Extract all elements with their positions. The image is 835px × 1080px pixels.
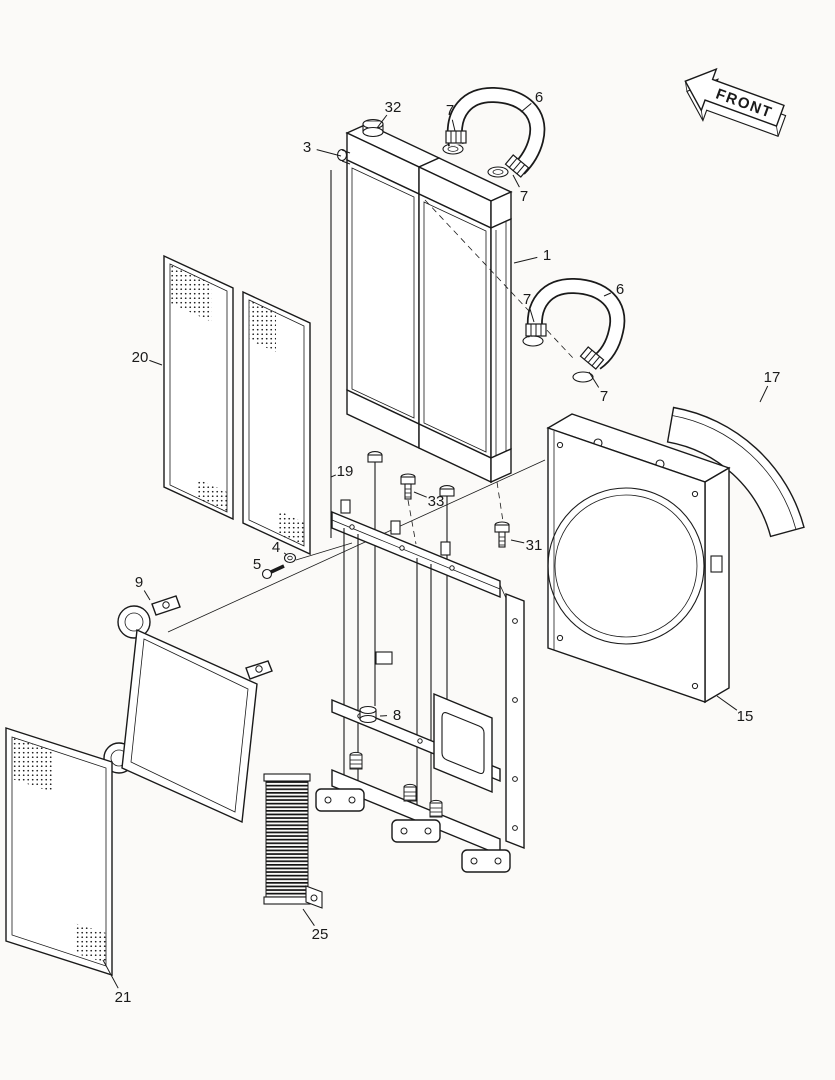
- mount-stud: [429, 799, 443, 818]
- hose-clamp: [525, 323, 547, 337]
- callout-leader-line: [102, 959, 119, 989]
- part-number-31: 31: [526, 537, 543, 554]
- part-number-7: 7: [520, 188, 528, 205]
- callout-leader-line: [520, 103, 532, 113]
- callout-leader-line: [588, 371, 600, 388]
- part-number-6: 6: [616, 281, 624, 298]
- frame-feet: [315, 788, 511, 873]
- bolt-33: [400, 473, 416, 500]
- part-number-21: 21: [115, 989, 132, 1006]
- fan-guard: [666, 406, 805, 538]
- mount-stud: [349, 751, 363, 770]
- part-number-9: 9: [135, 574, 143, 591]
- part-number-3: 3: [303, 139, 311, 156]
- hardware: [261, 473, 510, 724]
- lower-radiator-hose: [522, 278, 626, 383]
- radiator-core-right: [418, 192, 492, 460]
- radiator-top-ports: [442, 143, 509, 178]
- mesh-panel: [5, 727, 113, 976]
- oil-cooler: [103, 595, 273, 824]
- washer-4: [283, 552, 297, 564]
- callout-leader-line: [603, 292, 612, 297]
- mounting-frame: [315, 499, 525, 873]
- port-flange: [522, 335, 544, 347]
- tank-plug: [336, 148, 351, 165]
- part-number-7: 7: [523, 291, 531, 308]
- callout-leader-line: [716, 695, 738, 711]
- mesh-panel-body: [5, 727, 113, 976]
- part-number-4: 4: [272, 539, 280, 556]
- cooler-end-cap: [117, 605, 151, 639]
- callout-leader-line: [283, 552, 288, 556]
- part-number-8: 8: [393, 707, 401, 724]
- front-arrow-shape: [684, 67, 785, 127]
- front-arrow: FRONT: [684, 67, 787, 137]
- radiator-drain-ports: [367, 451, 455, 497]
- radiator-side-face: [490, 217, 512, 460]
- mesh-screen-right: [242, 290, 311, 556]
- part-number-1: 1: [543, 247, 551, 264]
- part-number-33: 33: [428, 493, 445, 510]
- part-number-15: 15: [737, 708, 754, 725]
- part-number-19: 19: [337, 463, 354, 480]
- frame-window-plate: [433, 692, 493, 794]
- callout-leader-line: [451, 119, 456, 132]
- bolt-5: [261, 564, 285, 580]
- plug-8: [359, 705, 377, 724]
- mesh-screen-pair: [163, 254, 311, 556]
- mesh-screen-left: [163, 254, 234, 521]
- frame-right-plate: [505, 592, 525, 850]
- cooler-fins: [265, 780, 309, 898]
- sub-cooler: [263, 773, 323, 909]
- part-number-25: 25: [312, 926, 329, 943]
- part-number-7: 7: [600, 388, 608, 405]
- callout-leader-line: [149, 359, 163, 366]
- port-flange: [572, 371, 594, 383]
- callout-leader-line: [529, 308, 535, 323]
- callout-leader-line: [265, 569, 267, 571]
- radiator-core-left: [346, 158, 420, 426]
- callout-leader-line: [316, 149, 342, 157]
- hose-clamp: [445, 130, 467, 144]
- callout-leader-line: [330, 474, 337, 478]
- dashed-axes: [407, 199, 574, 545]
- callout-leader-line: [510, 539, 525, 544]
- upper-radiator-hose: [445, 87, 546, 178]
- part-number-32: 32: [385, 99, 402, 116]
- shroud-side-face: [704, 466, 730, 704]
- part-number-7: 7: [446, 102, 454, 119]
- radiator: [336, 118, 513, 497]
- fan-opening: [547, 487, 705, 645]
- part-number-5: 5: [253, 556, 261, 573]
- callout-leader-line: [413, 491, 427, 498]
- part-number-6: 6: [535, 89, 543, 106]
- mount-stud: [403, 783, 417, 802]
- callout-leader-line: [143, 590, 151, 601]
- mesh-texture: [170, 264, 212, 322]
- callout-leader-line: [376, 114, 388, 129]
- callout-leader-line: [513, 256, 538, 264]
- fan-shroud: [546, 413, 731, 704]
- filler-cap: [362, 118, 384, 138]
- callout-leader-line: [759, 385, 769, 403]
- callout-leader-line: [302, 908, 315, 926]
- callout-leader-line: [512, 174, 520, 188]
- bolt-31: [494, 521, 510, 548]
- part-number-20: 20: [132, 349, 149, 366]
- part-number-17: 17: [764, 369, 781, 386]
